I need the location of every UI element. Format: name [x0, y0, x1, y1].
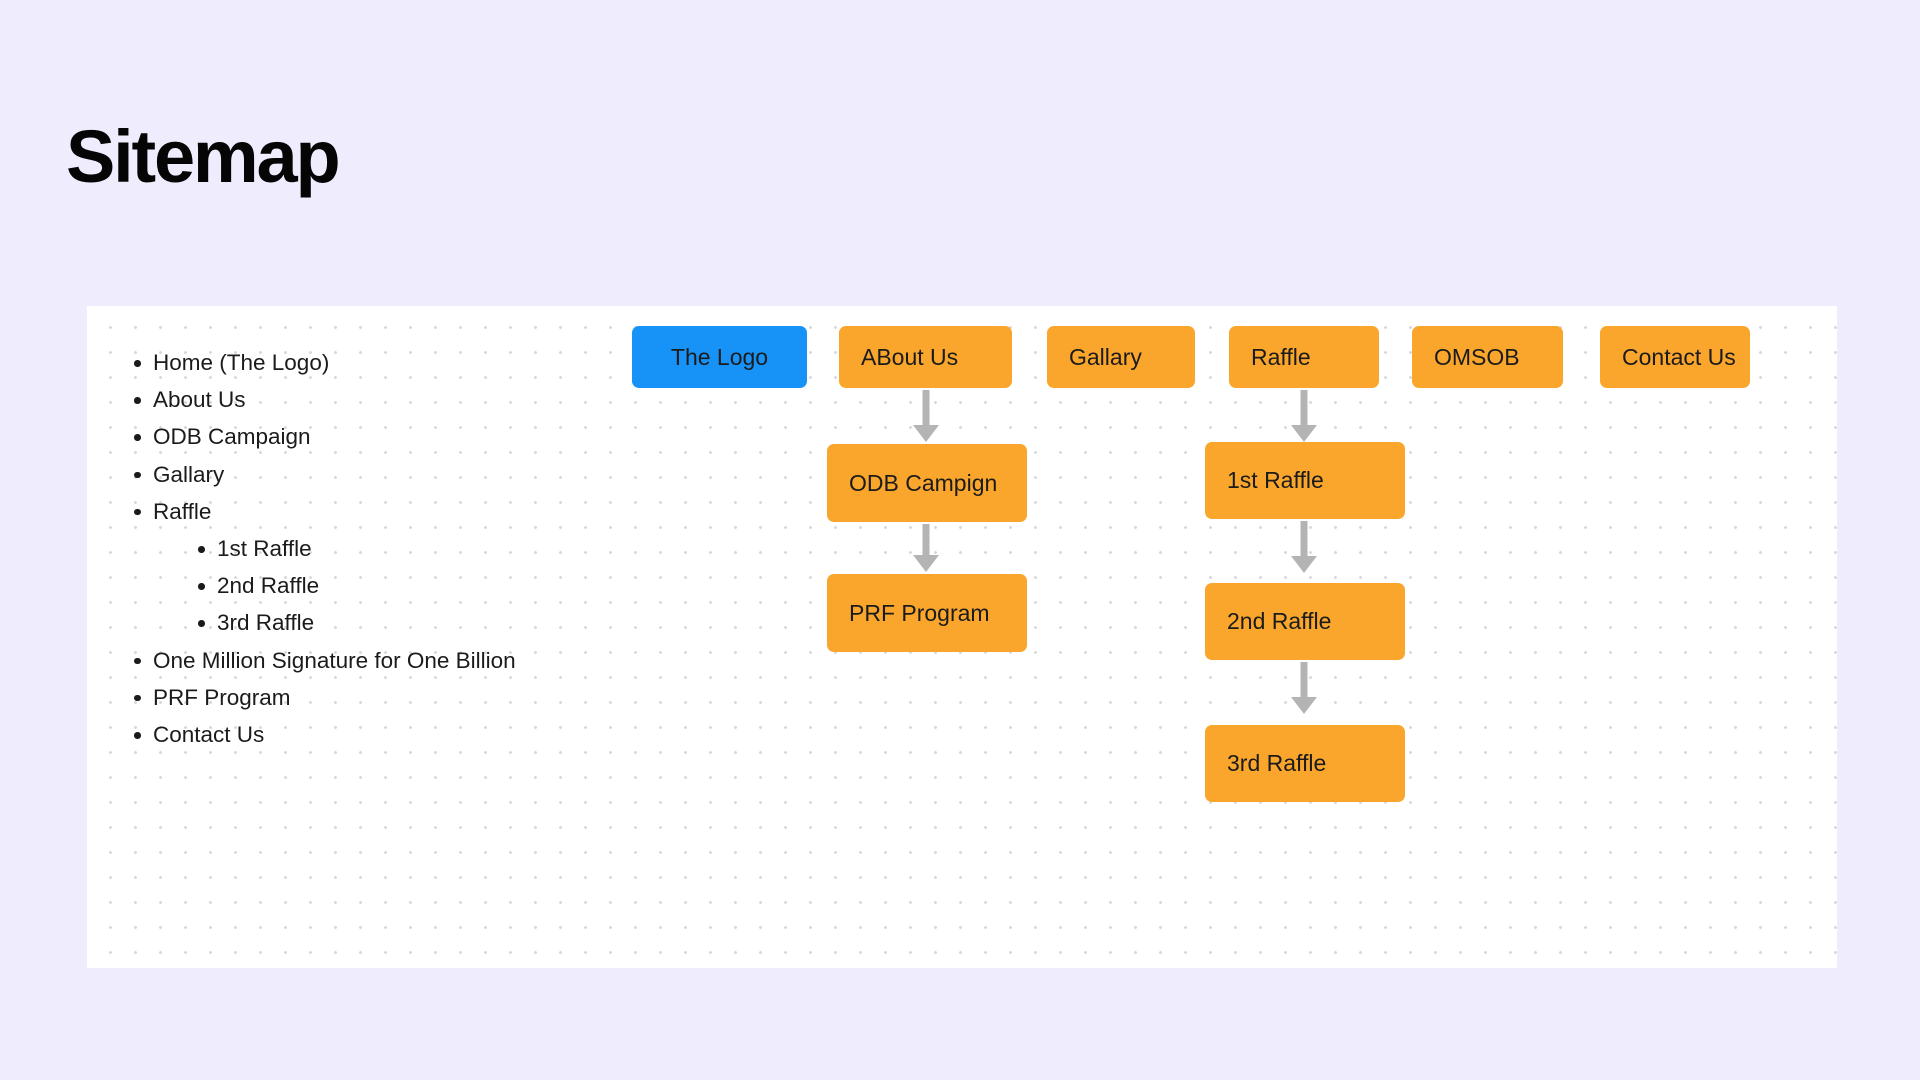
outline-root-list: Home (The Logo) About Us ODB Campaign Ga… [127, 344, 597, 753]
arrow-shaft [922, 390, 930, 428]
arrow-head-icon [913, 555, 939, 572]
page-title: Sitemap [66, 115, 341, 198]
node-prf-program[interactable]: PRF Program [827, 574, 1027, 652]
sitemap-flowchart: The Logo ABout Us Gallary Raffle OMSOB C… [87, 306, 1837, 968]
list-item: ODB Campaign [127, 418, 597, 455]
arrow-about-us-to-odb-campign [913, 390, 939, 442]
list-item: PRF Program [127, 679, 597, 716]
list-item: 2nd Raffle [191, 567, 597, 604]
arrow-head-icon [1291, 425, 1317, 442]
list-item: 1st Raffle [191, 530, 597, 567]
node-raffle[interactable]: Raffle [1229, 326, 1379, 388]
arrow-shaft [1300, 390, 1308, 428]
arrow-shaft [1300, 521, 1308, 559]
list-item: Raffle 1st Raffle 2nd Raffle 3rd Raffle [127, 493, 597, 642]
node-gallary[interactable]: Gallary [1047, 326, 1195, 388]
list-item: 3rd Raffle [191, 604, 597, 641]
sitemap-outline-list: Home (The Logo) About Us ODB Campaign Ga… [127, 344, 597, 753]
list-item: About Us [127, 381, 597, 418]
list-item: Home (The Logo) [127, 344, 597, 381]
arrow-1st-raffle-to-2nd-raffle [1291, 521, 1317, 573]
list-item-label: Raffle [153, 498, 212, 524]
node-odb-campign[interactable]: ODB Campign [827, 444, 1027, 522]
arrow-head-icon [1291, 697, 1317, 714]
node-2nd-raffle[interactable]: 2nd Raffle [1205, 583, 1405, 660]
arrow-shaft [922, 524, 930, 558]
arrow-head-icon [913, 425, 939, 442]
list-item: Gallary [127, 456, 597, 493]
list-item: Contact Us [127, 716, 597, 753]
arrow-shaft [1300, 662, 1308, 700]
node-omsob[interactable]: OMSOB [1412, 326, 1563, 388]
node-3rd-raffle[interactable]: 3rd Raffle [1205, 725, 1405, 802]
arrow-2nd-raffle-to-3rd-raffle [1291, 662, 1317, 714]
arrow-head-icon [1291, 556, 1317, 573]
node-1st-raffle[interactable]: 1st Raffle [1205, 442, 1405, 519]
list-item: One Million Signature for One Billion [127, 642, 597, 679]
outline-sub-list: 1st Raffle 2nd Raffle 3rd Raffle [191, 530, 597, 642]
node-contact-us[interactable]: Contact Us [1600, 326, 1750, 388]
arrow-odb-campign-to-prf-program [913, 524, 939, 572]
node-about-us[interactable]: ABout Us [839, 326, 1012, 388]
node-the-logo[interactable]: The Logo [632, 326, 807, 388]
arrow-raffle-to-1st-raffle [1291, 390, 1317, 442]
diagram-canvas: Home (The Logo) About Us ODB Campaign Ga… [87, 306, 1837, 968]
